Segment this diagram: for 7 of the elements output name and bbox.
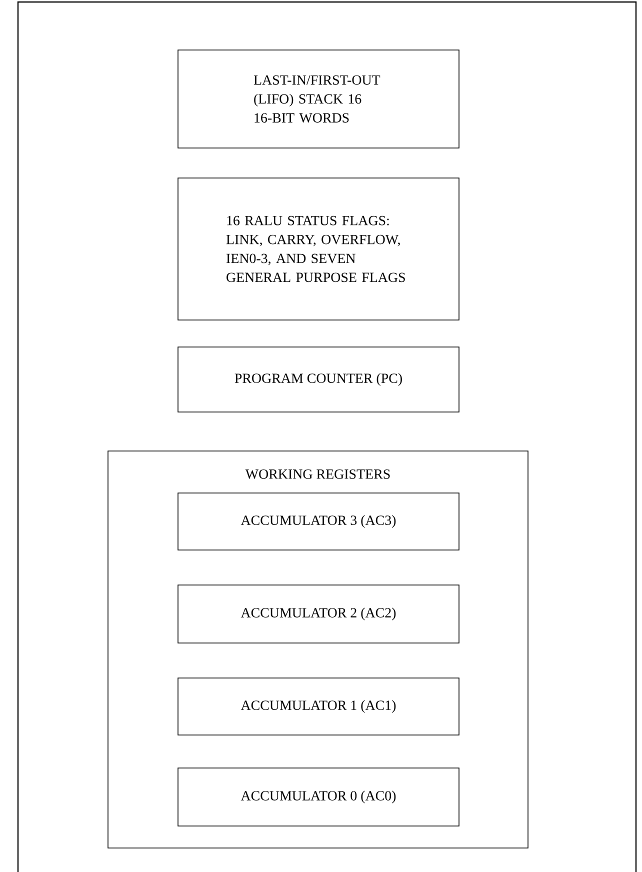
register-box: ACCUMULATOR 3 (AC3): [178, 492, 460, 550]
register-box: ACCUMULATOR 2 (AC2): [178, 584, 460, 644]
register-box: ACCUMULATOR 1 (AC1): [178, 678, 460, 736]
register-box: 16 RALU STATUS FLAGS: LINK, CARRY, OVERFLOW, IEN0-3, AND SEVEN GENERAL PURPOSE FLAGS: [178, 178, 460, 320]
register-box: LAST-IN/FIRST-OUT (LIFO) STACK 16 16-BIT WORDS: [178, 50, 460, 148]
register-box: ACCUMULATOR 0 (AC0): [178, 768, 460, 826]
register-box: PROGRAM COUNTER (PC): [178, 346, 460, 412]
